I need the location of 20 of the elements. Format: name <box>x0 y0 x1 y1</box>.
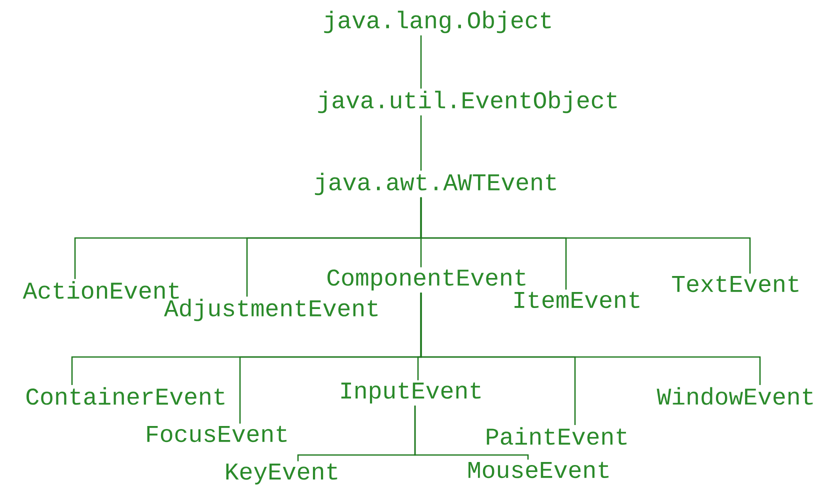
class-name: ItemEvent <box>514 292 640 308</box>
class-name: TextEvent <box>672 276 798 292</box>
class-name: InputEvent <box>341 382 480 404</box>
class-name: java.util.EventObject <box>318 90 617 114</box>
connector-line <box>420 292 761 385</box>
class-name: WindowEvent <box>656 387 813 405</box>
class-name: ComponentEvent <box>328 269 526 290</box>
connector-line <box>420 115 422 171</box>
connector-line <box>420 197 751 274</box>
class-name: FocusEvent <box>147 426 287 442</box>
class-name: ContainerEvent <box>26 387 224 405</box>
class-name: MouseEvent <box>468 462 608 478</box>
connector-line <box>414 406 529 460</box>
class-name: AdjustmentEvent <box>164 298 378 322</box>
class-name: java.lang.Object <box>324 10 551 34</box>
class-name: KeyEvent <box>226 464 338 484</box>
class-name: PaintEvent <box>486 427 626 445</box>
connector-line <box>420 35 422 89</box>
class-name: ActionEvent <box>22 281 179 299</box>
class-name: java.awt.AWTEvent <box>314 172 556 196</box>
